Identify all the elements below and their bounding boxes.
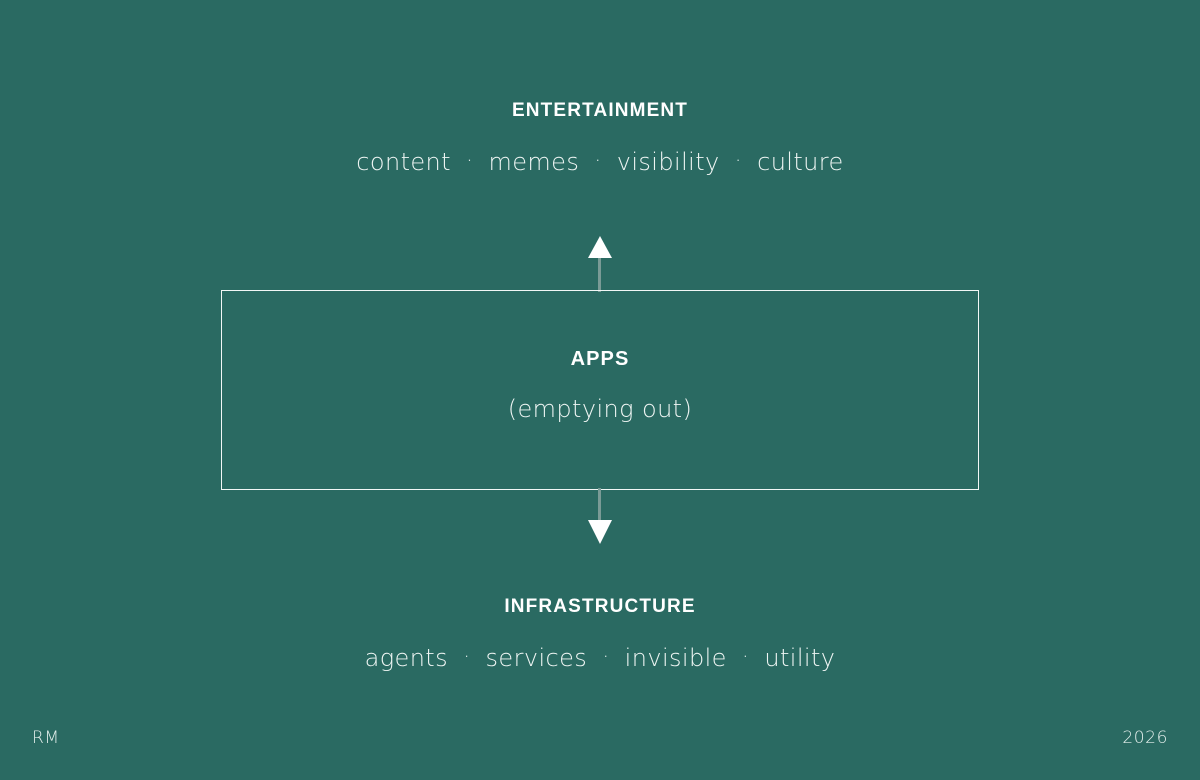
keyword-separator: ·	[463, 645, 471, 670]
infrastructure-title: INFRASTRUCTURE	[504, 596, 696, 617]
entertainment-keyword-2: visibility	[616, 148, 720, 176]
apps-box: APPS (emptying out)	[221, 290, 979, 490]
entertainment-title: ENTERTAINMENT	[511, 100, 689, 121]
infrastructure-keyword-1: services	[485, 644, 588, 672]
arrow-down-icon	[587, 488, 613, 546]
arrow-up-icon	[587, 234, 613, 292]
entertainment-keywords: content · memes · visibility · culture	[0, 148, 1200, 176]
apps-title: APPS	[570, 348, 630, 370]
footer-year: 2026	[1122, 728, 1168, 748]
infrastructure-keyword-2: invisible	[624, 644, 727, 672]
infrastructure-keyword-3: utility	[764, 644, 836, 672]
entertainment-keyword-1: memes	[488, 148, 580, 176]
apps-subtitle: (emptying out)	[507, 395, 693, 423]
footer-initials: RM	[32, 728, 60, 748]
keyword-separator: ·	[741, 645, 750, 670]
infrastructure-keyword-0: agents	[364, 644, 449, 672]
keyword-separator: ·	[466, 149, 474, 174]
keyword-separator: ·	[594, 149, 602, 174]
keyword-separator: ·	[602, 645, 610, 670]
keyword-separator: ·	[734, 149, 743, 174]
entertainment-keyword-3: culture	[757, 148, 844, 176]
entertainment-keyword-0: content	[356, 148, 451, 176]
infrastructure-keywords: agents · services · invisible · utility	[0, 644, 1200, 672]
